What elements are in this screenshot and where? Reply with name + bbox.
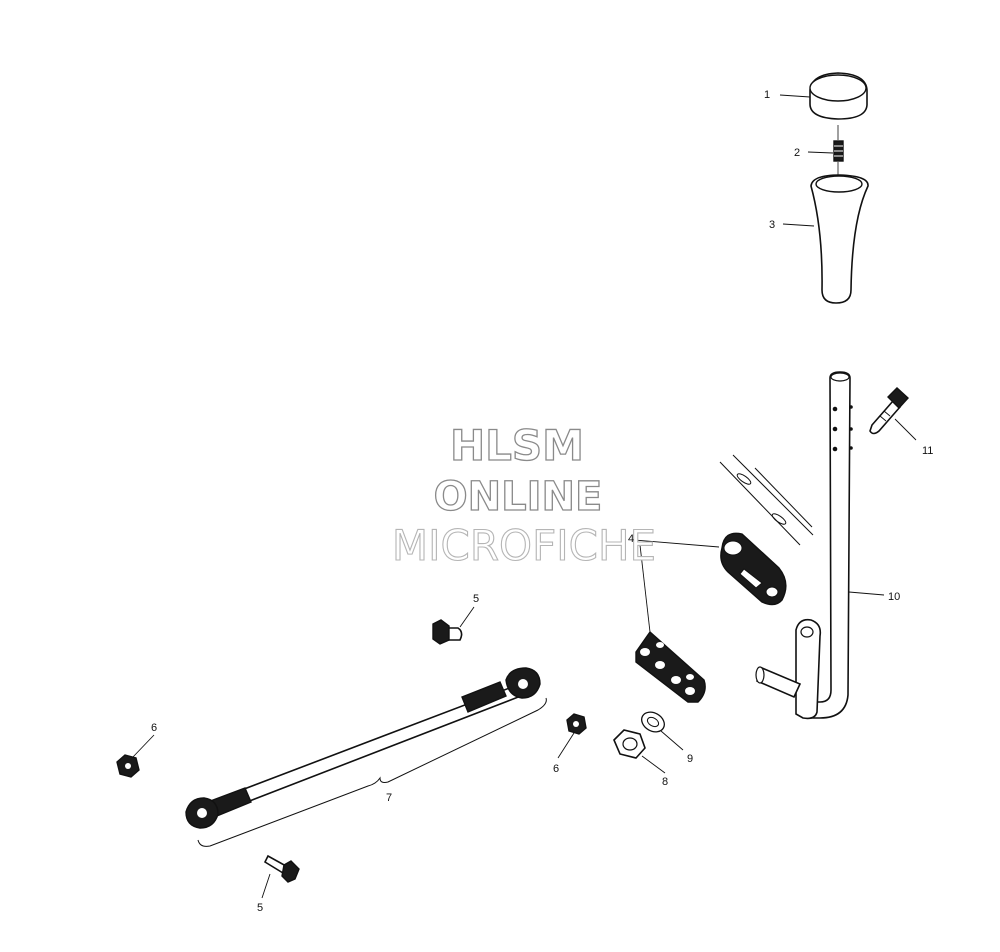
callout-8: 8 — [662, 776, 668, 788]
callout-9: 9 — [687, 753, 693, 765]
watermark-line-2: ONLINE — [434, 474, 603, 520]
watermark: HLSM ONLINE MICROFICHE — [391, 420, 656, 570]
part-lock-nut — [613, 729, 666, 774]
callout-2: 2 — [794, 147, 800, 159]
watermark-line-3: MICROFICHE — [392, 521, 656, 570]
part-shift-block-upper — [720, 532, 787, 606]
callout-labels: 1 2 3 4 5 5 6 6 7 8 9 10 11 — [151, 89, 933, 914]
callout-11: 11 — [922, 445, 933, 457]
part-4-leaders — [633, 539, 720, 633]
callout-4: 4 — [628, 533, 634, 545]
frame-outline — [719, 454, 814, 546]
part-knob-cap — [779, 72, 868, 120]
callout-6-left: 6 — [151, 722, 157, 734]
part-bolt-middle — [432, 606, 475, 645]
part-nut-left — [116, 734, 155, 778]
watermark-line-1: HLSM — [450, 421, 584, 470]
callout-7: 7 — [386, 792, 392, 804]
part-bolt-upper — [869, 387, 917, 441]
part-handle-grip — [782, 174, 869, 304]
part-shift-block-lower — [635, 630, 706, 703]
part-shift-lever — [755, 371, 885, 720]
callout-1: 1 — [764, 89, 770, 101]
callout-5-lower: 5 — [257, 902, 263, 914]
part-tie-rod — [185, 667, 547, 847]
callout-6-middle: 6 — [553, 763, 559, 775]
part-bolt-lower — [261, 854, 300, 899]
part-washer — [641, 711, 684, 751]
part-set-screw — [807, 125, 844, 176]
callout-5-middle: 5 — [473, 593, 479, 605]
callout-10: 10 — [888, 591, 900, 603]
callout-3: 3 — [769, 219, 775, 231]
part-nut-middle — [557, 713, 587, 759]
